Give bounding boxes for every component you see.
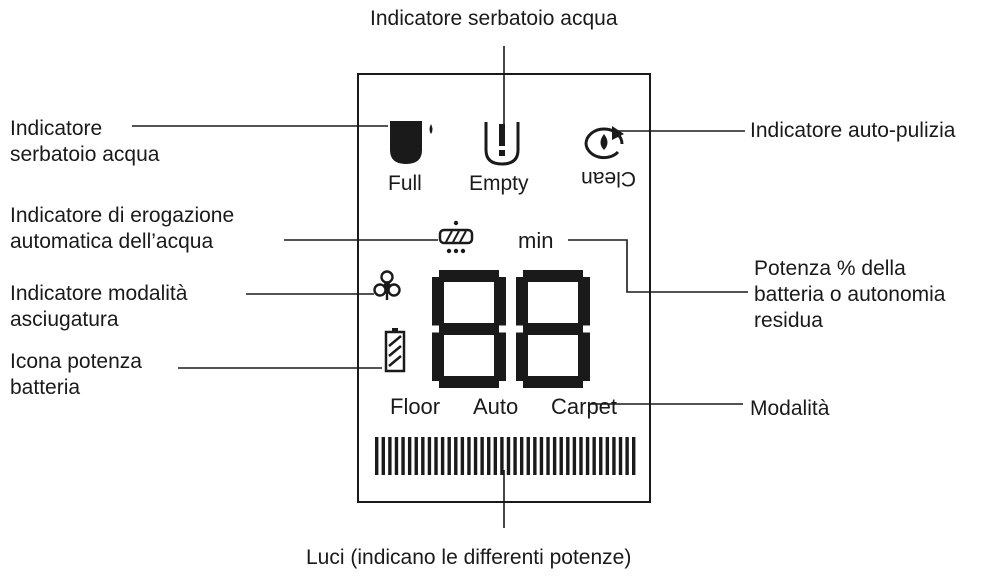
light-bar xyxy=(526,437,530,475)
full-label: Full xyxy=(388,172,422,195)
power-light-bars xyxy=(375,437,636,475)
mode-auto: Auto xyxy=(473,394,518,419)
label-drying-mode: Indicatore modalità asciugatura xyxy=(10,282,188,331)
digit-1-segment-5 xyxy=(494,277,506,326)
mode-carpet: Carpet xyxy=(551,394,617,419)
digit-1-segment-4 xyxy=(432,277,444,326)
light-bar xyxy=(533,437,537,475)
light-bar xyxy=(618,437,623,475)
light-bar xyxy=(375,437,379,475)
light-bar xyxy=(394,437,399,475)
light-bar xyxy=(539,437,544,475)
label-battery-icon: Icona potenza batteria xyxy=(10,350,142,399)
light-bar xyxy=(572,437,577,475)
battery-icon xyxy=(384,328,406,373)
light-bar xyxy=(388,437,392,475)
min-label: min xyxy=(518,228,553,253)
light-bar xyxy=(427,437,432,475)
light-bar xyxy=(407,437,412,475)
light-bar xyxy=(440,437,445,475)
digit-1-segment-1 xyxy=(439,270,499,282)
light-bar xyxy=(500,437,504,475)
water-dispense-icon xyxy=(438,220,474,254)
digit-2-segment-3 xyxy=(523,376,583,388)
light-bar xyxy=(493,437,498,475)
light-bar xyxy=(447,437,451,475)
light-bar xyxy=(487,437,491,475)
light-bar xyxy=(632,437,636,475)
light-bar xyxy=(506,437,511,475)
light-bar xyxy=(546,437,550,475)
leader-lines xyxy=(132,46,748,528)
light-bar xyxy=(414,437,418,475)
digit-2-segment-1 xyxy=(523,270,583,282)
empty-label: Empty xyxy=(469,172,529,195)
label-water-tank-top: Indicatore serbatoio acqua xyxy=(370,7,618,30)
auto-clean-icon xyxy=(584,126,624,160)
digit-2-segment-4 xyxy=(516,277,528,326)
light-bar xyxy=(454,437,458,475)
light-bar xyxy=(513,437,517,475)
label-water-dispense: Indicatore di erogazione automatica dell… xyxy=(10,204,235,253)
label-water-tank-left: Indicatore serbatoio acqua xyxy=(10,117,160,166)
water-tank-empty-icon xyxy=(484,122,520,166)
label-lights: Luci (indicano le differenti potenze) xyxy=(306,546,632,569)
light-bar xyxy=(566,437,570,475)
light-bar xyxy=(473,437,478,475)
light-bar xyxy=(519,437,524,475)
mode-floor: Floor xyxy=(390,394,440,419)
light-bar xyxy=(401,437,405,475)
light-bar xyxy=(592,437,596,475)
digit-2-segment-2 xyxy=(523,323,583,335)
digit-2-segment-7 xyxy=(578,332,590,381)
fan-icon xyxy=(373,270,401,300)
light-bar xyxy=(480,437,484,475)
light-bar xyxy=(579,437,583,475)
water-tank-full-icon xyxy=(390,121,433,164)
light-bar xyxy=(381,437,385,475)
label-battery-power: Potenza % della batteria o autonomia res… xyxy=(754,257,946,332)
clean-label: Clean xyxy=(581,167,636,190)
light-bar xyxy=(612,437,616,475)
light-bar xyxy=(585,437,590,475)
light-bar xyxy=(434,437,438,475)
light-bar xyxy=(552,437,557,475)
light-bar xyxy=(467,437,471,475)
label-mode: Modalità xyxy=(750,397,830,420)
label-auto-clean: Indicatore auto-pulizia xyxy=(750,119,956,142)
digit-1-segment-3 xyxy=(439,376,499,388)
light-bar xyxy=(460,437,465,475)
digit-2-segment-5 xyxy=(578,277,590,326)
light-bar xyxy=(625,437,629,475)
seven-segment-digits xyxy=(432,270,590,388)
light-bar xyxy=(421,437,425,475)
light-bar xyxy=(605,437,610,475)
digit-1-segment-6 xyxy=(432,332,444,381)
digit-2-segment-6 xyxy=(516,332,528,381)
light-bar xyxy=(599,437,603,475)
light-bar xyxy=(559,437,563,475)
digit-1-segment-7 xyxy=(494,332,506,381)
leader-battery-power xyxy=(568,239,748,293)
digit-1-segment-2 xyxy=(439,323,499,335)
